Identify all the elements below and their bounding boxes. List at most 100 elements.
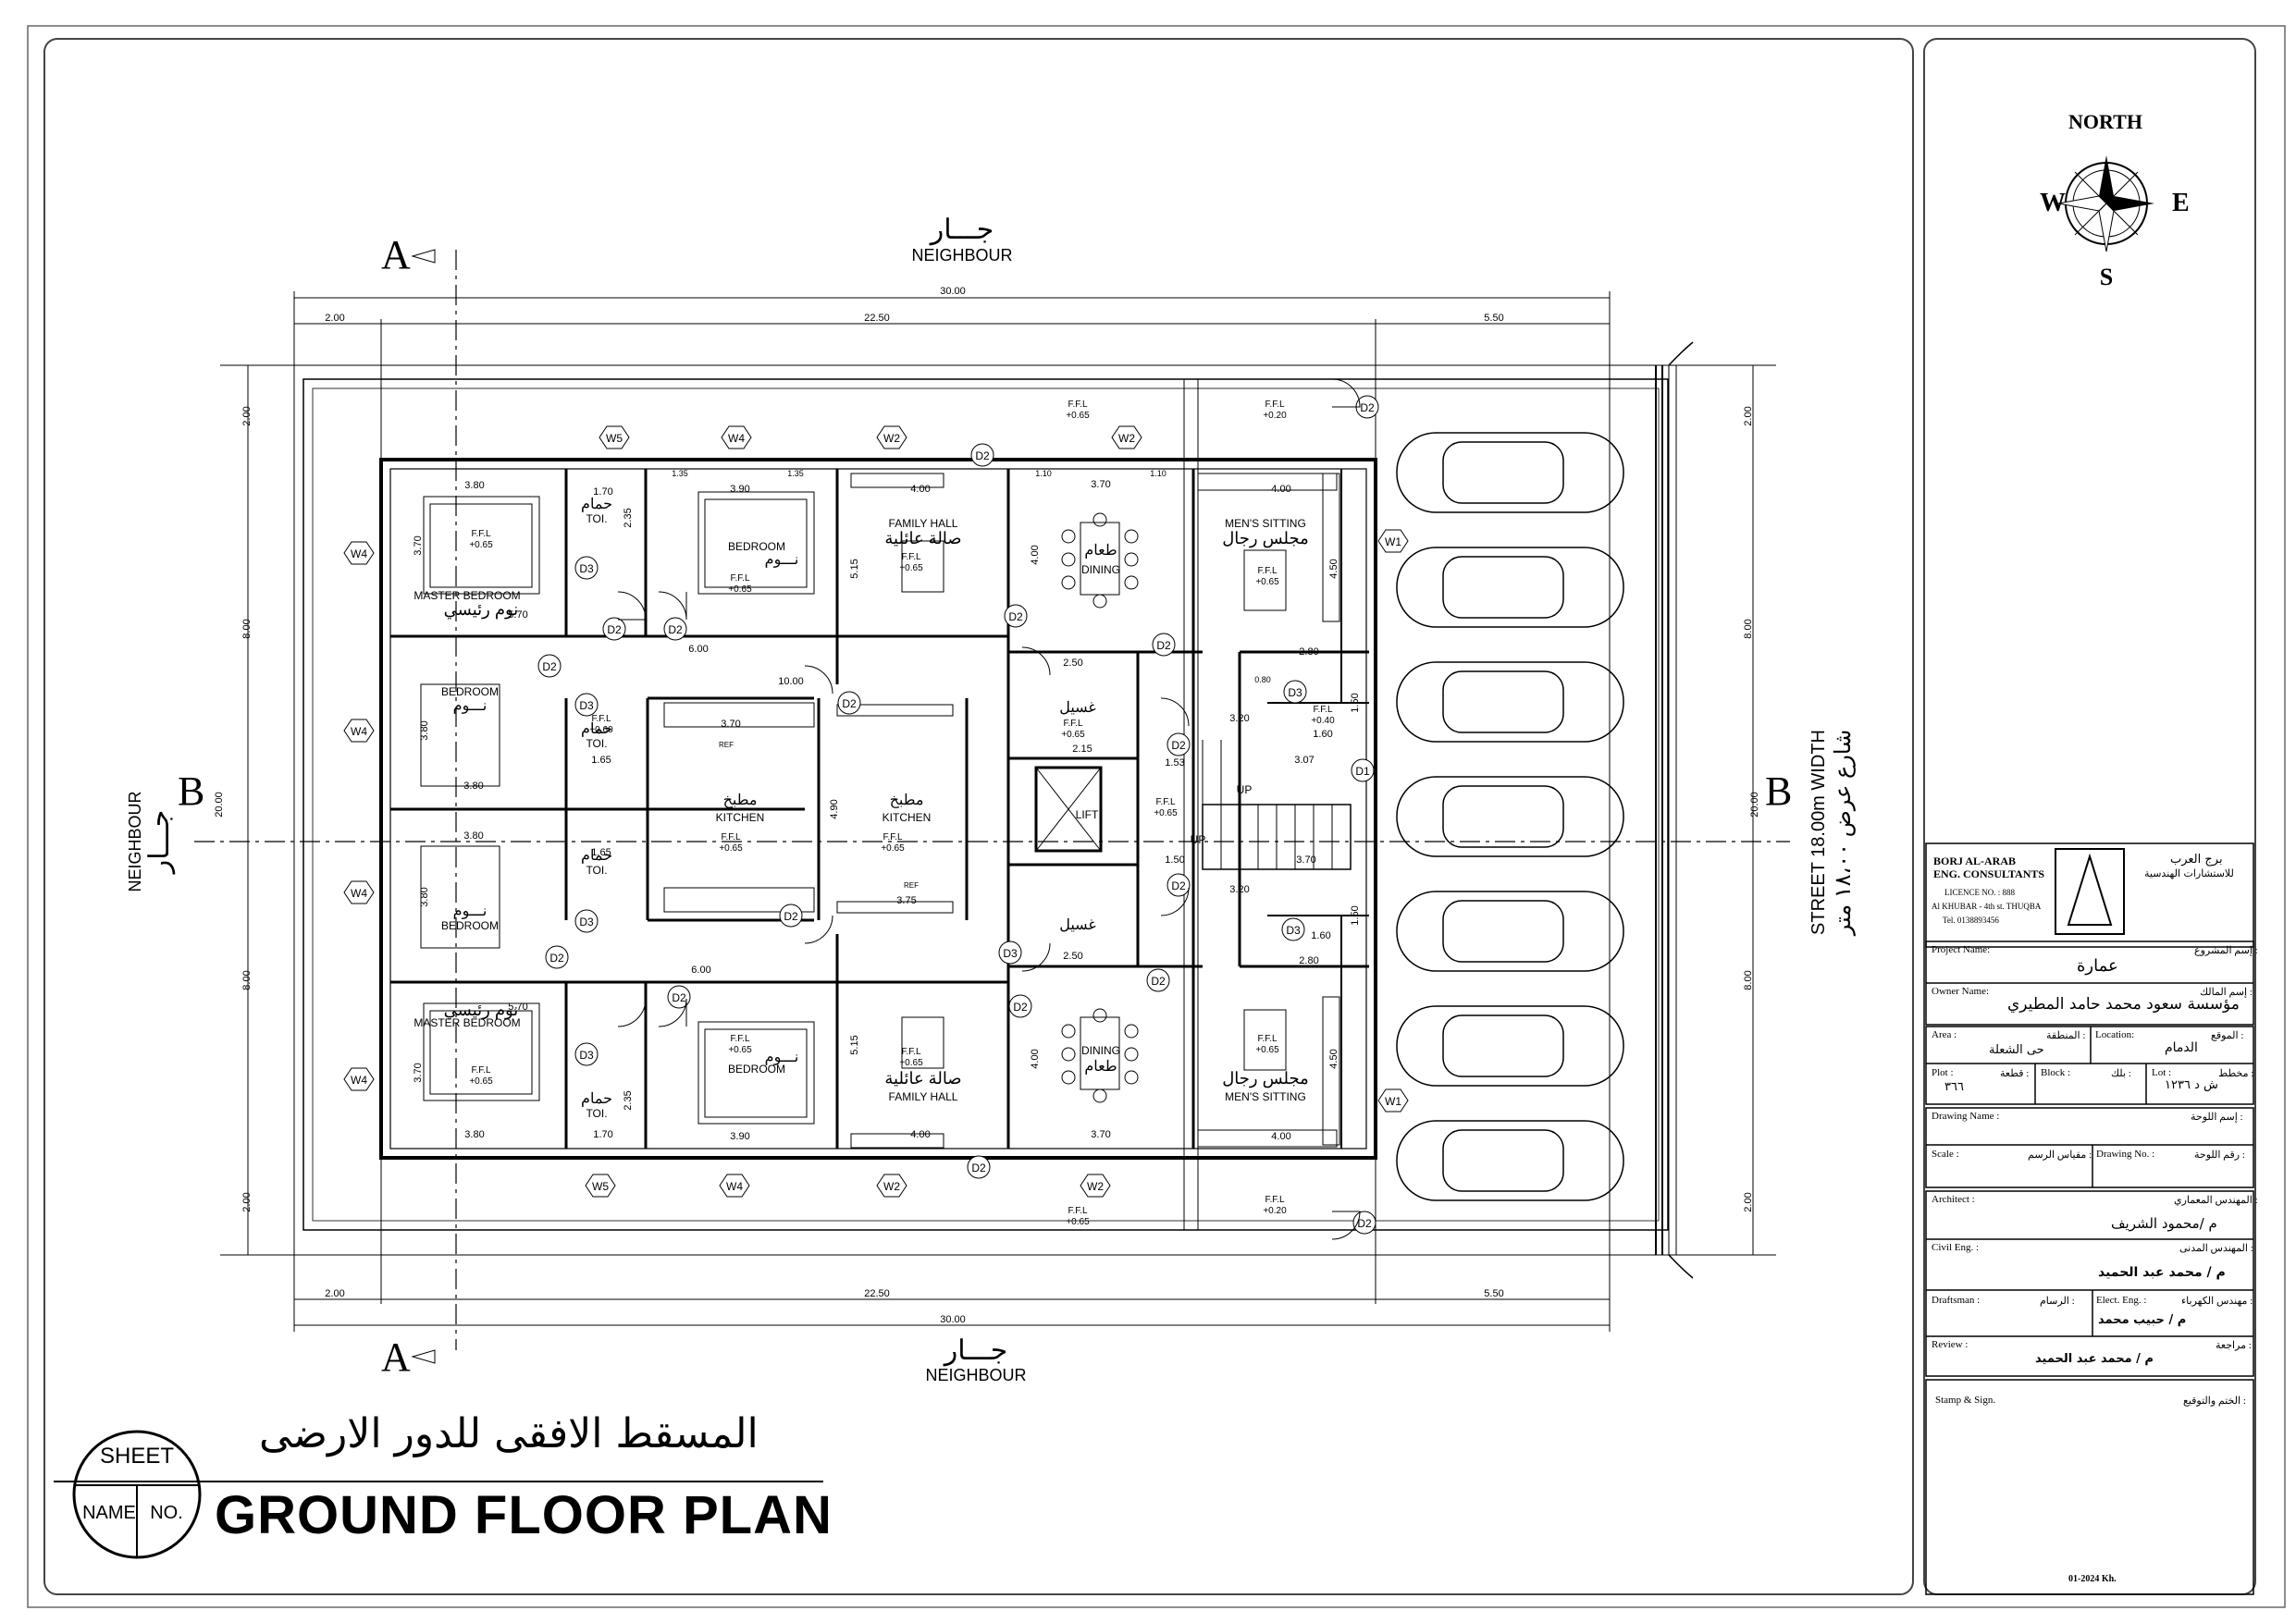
project-name-label: Project Name: (1932, 944, 1991, 955)
svg-text:D2: D2 (1357, 1217, 1372, 1230)
svg-text:2.00: 2.00 (325, 313, 344, 324)
svg-text:4.50: 4.50 (1328, 1049, 1339, 1068)
tag-d2-13: D2 (1008, 994, 1032, 1018)
svg-text:نوم رئيسي: نوم رئيسي (444, 1001, 519, 1020)
svg-text:3.90: 3.90 (730, 484, 749, 495)
car-4 (1396, 776, 1624, 857)
svg-text:1.65: 1.65 (591, 755, 611, 766)
svg-text:3.70: 3.70 (1091, 479, 1110, 490)
svg-text:1.70: 1.70 (593, 1129, 612, 1140)
tag-w5-top: W5 (599, 425, 630, 449)
project-name-label-ar: إسم المشروع : (2194, 945, 2258, 956)
tag-d1: D1 (1351, 758, 1375, 782)
svg-text:D3: D3 (1286, 924, 1301, 937)
svg-text:مطبخ: مطبخ (890, 793, 924, 808)
svg-text:D2: D2 (975, 449, 990, 462)
svg-text:F.F.L: F.F.L (1257, 1034, 1278, 1044)
svg-text:F.F.L: F.F.L (1265, 1195, 1285, 1205)
svg-text:طعام: طعام (1084, 543, 1117, 559)
parking-cars (1396, 432, 1624, 1201)
svg-text:+0.20: +0.20 (1263, 411, 1287, 421)
svg-text:F.F.L: F.F.L (730, 1034, 750, 1044)
svg-text:W2: W2 (1087, 1180, 1104, 1193)
svg-text:D2: D2 (842, 697, 857, 710)
tel: Tel. 0138893456 (1943, 916, 1999, 925)
svg-text:5.70: 5.70 (508, 1002, 527, 1013)
svg-text:F.F.L: F.F.L (471, 1065, 491, 1076)
tag-d2-5: D2 (1004, 604, 1028, 628)
lot-label: Lot : (2152, 1067, 2172, 1078)
neighbour-left-ar: جـــار (144, 810, 176, 876)
tag-w4-left-3: W4 (343, 880, 375, 904)
svg-text:D2: D2 (672, 991, 686, 1004)
tag-d3-2: D3 (574, 693, 599, 717)
tag-d2-9: D2 (1167, 732, 1191, 756)
drawing-name-label-ar: إسم اللوحة : (2191, 1112, 2243, 1123)
svg-text:+0.20: +0.20 (1263, 1206, 1287, 1216)
svg-text:3.07: 3.07 (1294, 755, 1314, 766)
svg-text:22.50: 22.50 (864, 313, 890, 324)
building-walls (379, 458, 1377, 1160)
room-mens-sitting-bottom: MEN'S SITTING (1225, 1090, 1306, 1103)
svg-text:2.35: 2.35 (623, 1090, 634, 1110)
svg-text:حمام: حمام (581, 497, 612, 512)
svg-text:1.60: 1.60 (1313, 729, 1332, 740)
review-label: Review : (1932, 1339, 1969, 1350)
svg-text:D2: D2 (1151, 975, 1166, 988)
elect-label-ar: مهندس الكهرباء : (2181, 1296, 2253, 1307)
plot-label-ar: قطعة : (2000, 1068, 2030, 1079)
svg-text:D2: D2 (1171, 739, 1186, 752)
architect-label: Architect : (1932, 1194, 1975, 1205)
room-labels: MASTER BEDROOM نوم رئيسي MASTER BEDROOM … (414, 497, 1308, 1120)
svg-text:نـــوم: نـــوم (453, 698, 488, 714)
civil-label: Civil Eng. : (1932, 1242, 1980, 1253)
room-bedroom-bottom: BEDROOM (728, 1063, 785, 1076)
plot-label: Plot : (1932, 1067, 1954, 1078)
stair-up-2: UP (1191, 833, 1206, 846)
floor-levels: F.F.L+0.65 F.F.L+0.20 F.F.L+0.65 F.F.L+0… (469, 400, 1335, 1227)
svg-text:REF: REF (904, 881, 919, 890)
svg-text:2.50: 2.50 (1063, 951, 1082, 962)
svg-text:1.50: 1.50 (1350, 905, 1361, 925)
svg-text:W2: W2 (883, 432, 900, 445)
svg-text:1.35: 1.35 (672, 469, 688, 478)
tag-w1-top: W1 (1377, 529, 1409, 553)
svg-text:2.15: 2.15 (1072, 744, 1092, 755)
room-dining-bottom: DINING (1081, 1044, 1120, 1057)
svg-text:8.00: 8.00 (1743, 619, 1754, 638)
svg-text:5.70: 5.70 (508, 609, 527, 621)
svg-text:3.70: 3.70 (413, 535, 424, 555)
svg-text:4.90: 4.90 (829, 799, 840, 818)
svg-text:D2: D2 (971, 1162, 986, 1174)
svg-text:+0.65: +0.65 (728, 1045, 752, 1055)
svg-text:1.60: 1.60 (1311, 930, 1330, 941)
svg-text:حمام: حمام (581, 721, 612, 737)
svg-text:F.F.L: F.F.L (883, 832, 903, 842)
svg-text:نـــوم: نـــوم (765, 552, 799, 568)
svg-text:3.70: 3.70 (413, 1063, 424, 1082)
owner-label-ar: إسم المالك : (2200, 987, 2253, 998)
elect-label: Elect. Eng. : (2096, 1295, 2147, 1306)
svg-text:W4: W4 (351, 725, 367, 738)
svg-text:+0.65: +0.65 (1066, 1217, 1090, 1227)
firm-en-1: BORJ AL-ARAB (1933, 855, 2017, 867)
svg-text:نوم رئيسي: نوم رئيسي (444, 600, 519, 620)
lot-label-ar: مخطط : (2218, 1068, 2254, 1079)
firm-ar-2: للاستشارات الهندسية (2144, 867, 2234, 879)
svg-text:+0.65: +0.65 (728, 584, 752, 595)
section-a-bottom: A (381, 1334, 411, 1380)
svg-text:8.00: 8.00 (241, 619, 253, 638)
svg-text:3.20: 3.20 (1229, 713, 1249, 724)
tag-d3-3: D3 (574, 909, 599, 933)
room-toilet-3: TOI. (586, 864, 607, 877)
svg-text:+0.60: +0.60 (589, 725, 613, 735)
draftsman-label-ar: الرسام : (2040, 1296, 2075, 1307)
owner-label: Owner Name: (1932, 986, 1990, 997)
svg-text:W5: W5 (606, 432, 623, 445)
svg-text:W4: W4 (726, 1180, 743, 1193)
svg-text:F.F.L: F.F.L (471, 529, 491, 539)
svg-text:صالة عائلية: صالة عائلية (884, 529, 961, 547)
svg-text:10.00: 10.00 (778, 676, 804, 687)
tag-w2-top-1: W2 (876, 425, 907, 449)
svg-text:2.80: 2.80 (1299, 646, 1318, 658)
